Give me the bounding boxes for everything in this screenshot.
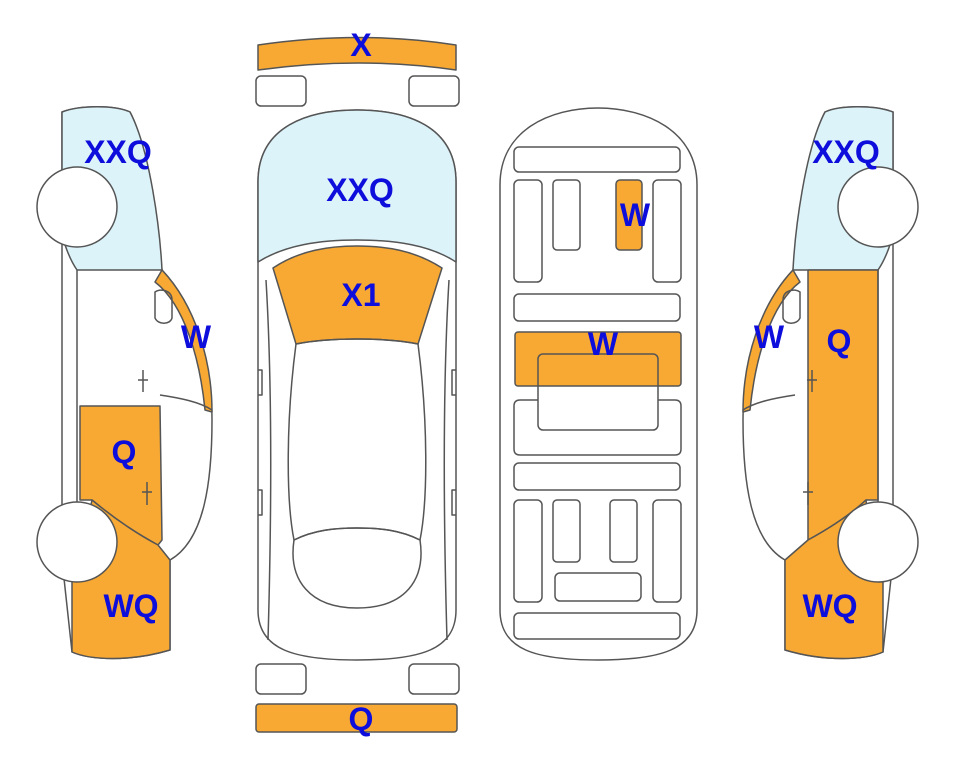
front-bumper-panel bbox=[257, 36, 457, 71]
right-front-door-label: W bbox=[754, 319, 785, 355]
left-rear-door-label: Q bbox=[112, 434, 137, 470]
top-windshield-label: XXQ bbox=[326, 172, 394, 208]
rear-bumper-panel bbox=[255, 703, 458, 733]
right-rear-door-panel bbox=[807, 269, 879, 541]
underbody-outline bbox=[499, 107, 698, 661]
right-door-handle-1 bbox=[807, 370, 817, 392]
right-belt-line bbox=[742, 394, 796, 411]
underbody-bar-3 bbox=[513, 399, 682, 456]
right-front-wheel bbox=[837, 166, 919, 248]
rear-right-light bbox=[408, 663, 460, 695]
underbody-bar-4 bbox=[513, 462, 681, 491]
underbody-slot-a bbox=[552, 179, 581, 251]
left-mirror bbox=[154, 289, 173, 324]
left-front-wheel bbox=[36, 166, 118, 248]
left-front-door-panel bbox=[154, 269, 213, 413]
top-hood-label: X1 bbox=[341, 277, 380, 313]
top-left-sideline bbox=[265, 279, 272, 641]
underbody-panel-2-label: W bbox=[588, 326, 619, 362]
underbody-left-rail-2 bbox=[513, 499, 543, 603]
top-windshield-panel bbox=[257, 109, 457, 263]
underbody-right-rail-2 bbox=[652, 499, 682, 603]
underbody-top-bar bbox=[513, 146, 681, 173]
front-bumper-label: X bbox=[350, 27, 372, 63]
left-windshield-label: XXQ bbox=[84, 134, 152, 170]
left-front-door-label: W bbox=[181, 319, 212, 355]
underbody-panel-2 bbox=[514, 331, 682, 387]
rear-left-light bbox=[255, 663, 307, 695]
underbody-center-box bbox=[537, 353, 659, 431]
left-rear-quarter-label: WQ bbox=[103, 588, 158, 624]
top-right-mirror-rear bbox=[451, 489, 456, 516]
right-rear-door-label: Q bbox=[827, 323, 852, 359]
right-rear-wheel bbox=[837, 501, 919, 583]
underbody-panel-1 bbox=[615, 179, 643, 251]
front-left-light bbox=[255, 75, 307, 107]
top-rear-window bbox=[292, 527, 422, 609]
underbody-right-rail bbox=[652, 179, 682, 283]
rear-bumper-label: Q bbox=[349, 701, 374, 737]
right-door-handle-2 bbox=[803, 482, 813, 505]
underbody-slot-c bbox=[609, 499, 638, 563]
underbody-slot-d bbox=[554, 572, 642, 602]
underbody-panel-1-label: W bbox=[620, 197, 651, 233]
right-windshield-label: XXQ bbox=[812, 134, 880, 170]
top-right-mirror bbox=[451, 369, 456, 396]
left-rear-wheel bbox=[36, 501, 118, 583]
underbody-bottom-bar bbox=[513, 612, 681, 640]
top-left-mirror bbox=[258, 369, 263, 396]
top-cabin-outline bbox=[287, 338, 427, 541]
underbody-bar-2 bbox=[513, 293, 681, 322]
top-left-mirror-rear bbox=[258, 489, 263, 516]
underbody-left-rail bbox=[513, 179, 543, 283]
right-mirror bbox=[782, 289, 801, 324]
left-door-handle-1 bbox=[138, 370, 148, 392]
right-front-door-panel bbox=[742, 269, 801, 413]
top-right-sideline bbox=[443, 279, 450, 641]
underbody-slot-b bbox=[552, 499, 581, 563]
left-door-handle-2 bbox=[142, 482, 152, 505]
right-rear-quarter-label: WQ bbox=[802, 588, 857, 624]
left-belt-line bbox=[159, 394, 213, 411]
front-right-light bbox=[408, 75, 460, 107]
